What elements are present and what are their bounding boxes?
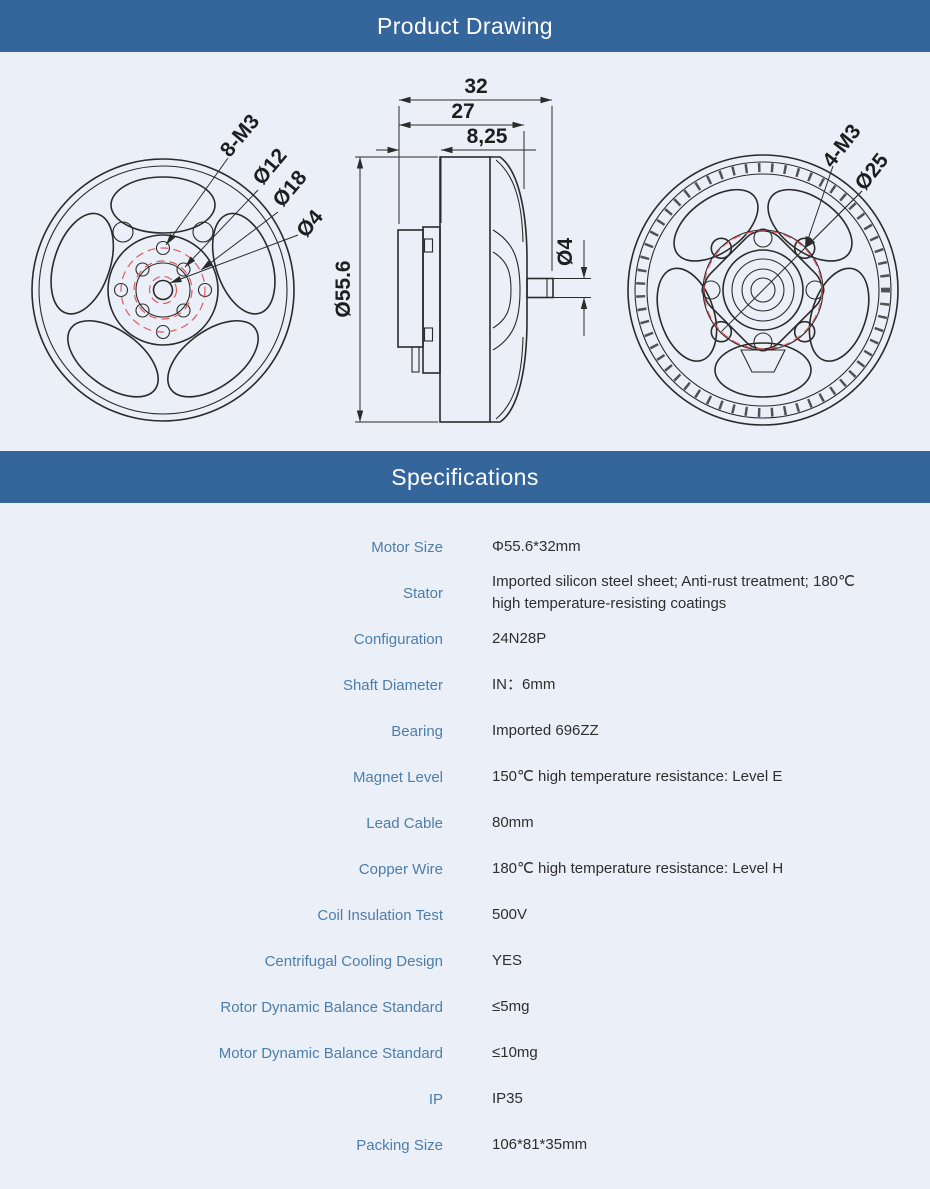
spec-row: Shaft Diameter IN：6mm: [0, 662, 930, 708]
specifications-header: Specifications: [0, 451, 930, 503]
spec-row: Lead Cable 80mm: [0, 800, 930, 846]
side-dim-total-length: 32: [464, 75, 487, 98]
side-dim-diameter: Ø55.6: [332, 260, 355, 317]
side-dim-shaft-diameter: Ø4: [554, 238, 577, 266]
spec-label: Coil Insulation Test: [317, 906, 443, 924]
spec-label: Configuration: [353, 630, 443, 648]
spec-value: 500V: [492, 906, 528, 923]
side-dim-mount-length: 8,25: [467, 125, 508, 148]
spec-label: Packing Size: [356, 1136, 443, 1154]
rear-dim-mount-circle: Ø25: [851, 149, 894, 195]
spec-label: Shaft Diameter: [342, 676, 443, 694]
spec-value: 150℃ high temperature resistance: Level …: [492, 768, 783, 785]
product-drawing-title: Product Drawing: [376, 12, 554, 39]
side-view: 32 27 8,25 Ø55.6 Ø4: [332, 75, 591, 423]
specifications-title: Specifications: [391, 463, 539, 490]
spec-row: Magnet Level 150℃ high temperature resis…: [0, 754, 930, 800]
spec-row: Centrifugal Cooling Design YES: [0, 938, 930, 984]
spec-value: Imported 696ZZ: [492, 722, 599, 739]
spec-value: ≤10mg: [492, 1044, 538, 1061]
product-drawing-section: 8-M3 Ø12 Ø18 Ø4 32 27 8,25: [0, 52, 930, 451]
front-dim-shaft-hole: Ø4: [292, 205, 328, 241]
rear-dim-mount-holes: 4-M3: [818, 120, 866, 172]
product-drawing-header: Product Drawing: [0, 0, 930, 52]
side-dim-body-length: 27: [451, 100, 474, 123]
spec-value: Φ55.6*32mm: [492, 538, 581, 555]
spec-label: Bearing: [391, 722, 443, 740]
spec-value: ≤5mg: [492, 998, 530, 1015]
spec-label: Stator: [402, 584, 443, 602]
spec-label: Centrifugal Cooling Design: [264, 952, 443, 970]
spec-value: 80mm: [492, 814, 534, 831]
front-dim-bolt-holes: 8-M3: [216, 110, 264, 161]
spec-row: Stator Imported silicon steel sheet; Ant…: [0, 570, 930, 616]
spec-row: Coil Insulation Test 500V: [0, 892, 930, 938]
spec-value: 180℃ high temperature resistance: Level …: [492, 860, 784, 877]
spec-label: IP: [428, 1090, 443, 1108]
rear-view: 4-M3 Ø25: [627, 120, 899, 426]
spec-row: Packing Size 106*81*35mm: [0, 1122, 930, 1168]
specifications-table: Motor Size Φ55.6*32mm Stator Imported si…: [0, 503, 930, 1168]
motor-technical-drawing: 8-M3 Ø12 Ø18 Ø4 32 27 8,25: [31, 75, 899, 426]
spec-row: Motor Size Φ55.6*32mm: [0, 524, 930, 570]
spec-label: Motor Size: [371, 538, 443, 556]
spec-row: Motor Dynamic Balance Standard ≤10mg: [0, 1030, 930, 1076]
spec-row: Rotor Dynamic Balance Standard ≤5mg: [0, 984, 930, 1030]
spec-value: YES: [492, 952, 523, 969]
spec-row: IP IP35: [0, 1076, 930, 1122]
spec-value: IP35: [492, 1090, 523, 1107]
spec-row: Copper Wire 180℃ high temperature resist…: [0, 846, 930, 892]
spec-label: Motor Dynamic Balance Standard: [218, 1044, 443, 1062]
spec-label: Magnet Level: [352, 768, 443, 786]
spec-label: Lead Cable: [366, 814, 443, 832]
spec-value: 24N28P: [492, 630, 547, 647]
spec-row: Configuration 24N28P: [0, 616, 930, 662]
spec-label: Copper Wire: [358, 860, 443, 878]
front-view: 8-M3 Ø12 Ø18 Ø4: [31, 110, 328, 422]
spec-row: Bearing Imported 696ZZ: [0, 708, 930, 754]
spec-label: Rotor Dynamic Balance Standard: [220, 998, 443, 1016]
spec-value: Imported silicon steel sheet; Anti-rust …: [492, 573, 855, 612]
spec-value: IN：6mm: [492, 676, 556, 693]
spec-value: 106*81*35mm: [492, 1136, 588, 1153]
